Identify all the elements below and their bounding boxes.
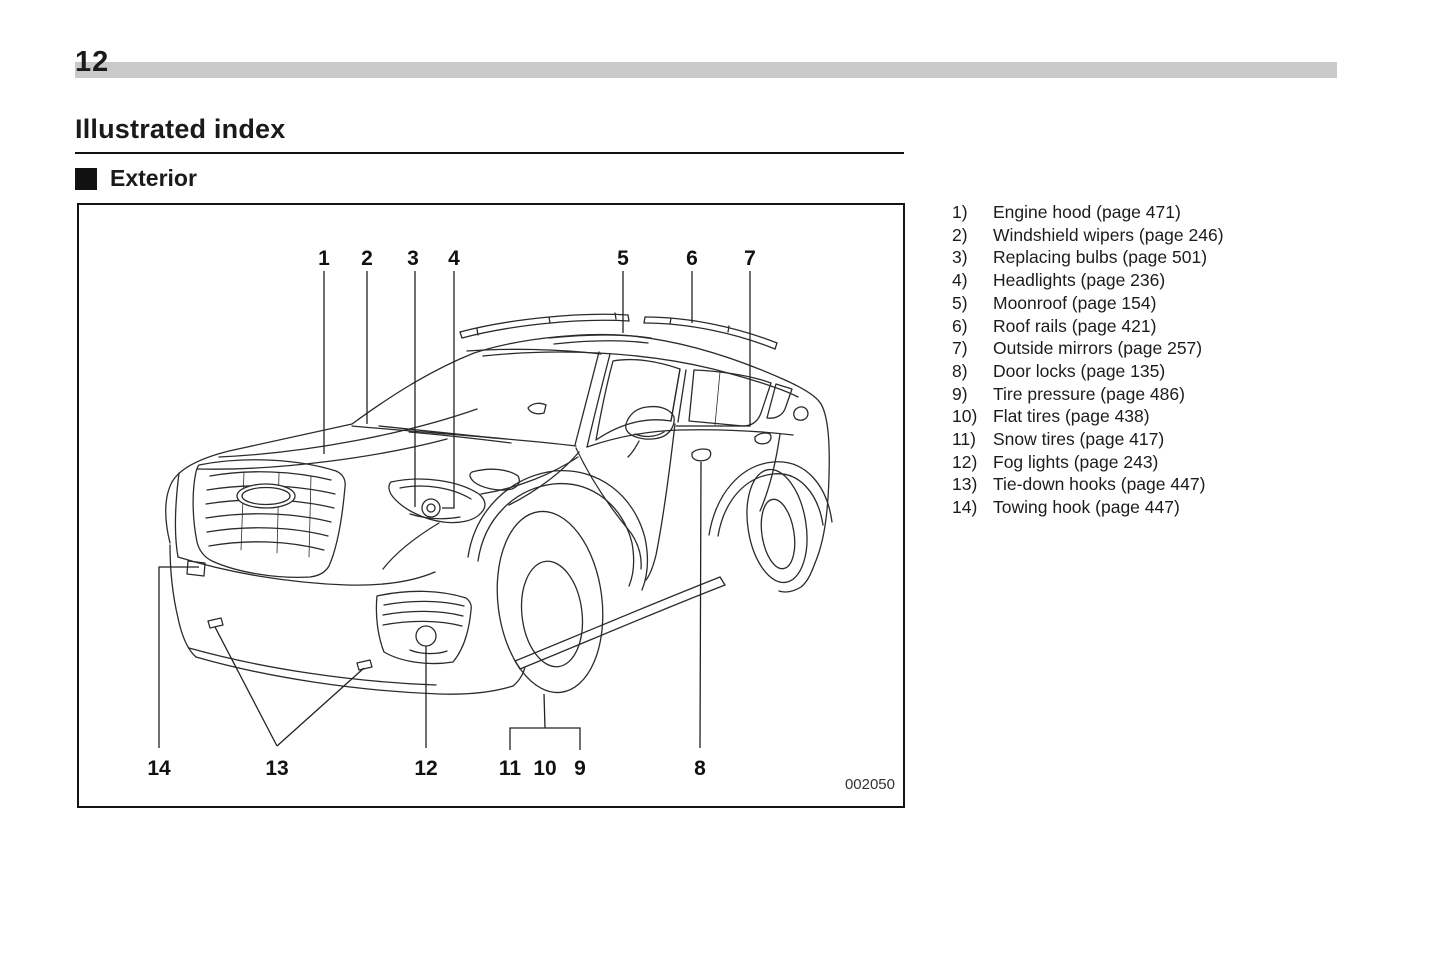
item-label: Moonroof (page 154) (993, 292, 1157, 313)
item-number: 5) (952, 292, 968, 313)
item-label: Flat tires (page 438) (993, 406, 1150, 427)
callout-1: 1 (318, 247, 330, 270)
item-number: 6) (952, 315, 968, 336)
item-label: Door locks (page 135) (993, 360, 1166, 381)
item-label: Tire pressure (page 486) (993, 383, 1185, 404)
item-label: Fog lights (page 243) (993, 451, 1159, 472)
item-label: Headlights (page 236) (993, 270, 1166, 291)
callout-14: 14 (147, 757, 171, 780)
item-label: Windshield wipers (page 246) (993, 224, 1224, 245)
exterior-diagram: 1 2 3 4 5 6 7 14 13 12 11 10 9 8 002050 (77, 203, 905, 808)
callout-12: 12 (414, 757, 437, 780)
callout-4: 4 (448, 247, 460, 270)
callout-5: 5 (617, 247, 629, 270)
callout-7: 7 (744, 247, 756, 270)
figure-code: 002050 (845, 776, 895, 793)
section-title: Exterior (110, 165, 197, 191)
callout-2: 2 (361, 247, 373, 270)
section-header: Exterior (75, 165, 197, 192)
list-item: 11) Snow tires (page 417) (952, 428, 1224, 451)
callout-numbers: 1 2 3 4 5 6 7 14 13 12 11 10 9 8 (147, 247, 756, 780)
list-item: 7) Outside mirrors (page 257) (952, 337, 1224, 360)
list-item: 14) Towing hook (page 447) (952, 496, 1224, 519)
item-number: 12) (952, 451, 978, 472)
callout-8: 8 (694, 757, 706, 780)
item-label: Towing hook (page 447) (993, 497, 1180, 518)
item-number: 11) (952, 429, 976, 450)
item-label: Snow tires (page 417) (993, 429, 1165, 450)
item-label: Replacing bulbs (page 501) (993, 247, 1208, 268)
list-item: 10) Flat tires (page 438) (952, 405, 1224, 428)
header-bar (75, 62, 1337, 78)
callout-10: 10 (533, 757, 556, 780)
item-label: Outside mirrors (page 257) (993, 338, 1203, 359)
list-item: 4) Headlights (page 236) (952, 269, 1224, 292)
item-number: 2) (952, 224, 968, 245)
callout-13: 13 (265, 757, 288, 780)
item-label: Tie-down hooks (page 447) (993, 474, 1206, 495)
item-number: 8) (952, 360, 968, 381)
parts-list: 1) Engine hood (page 471) 2) Windshield wi… (952, 201, 1224, 519)
list-item: 5) Moonroof (page 154) (952, 292, 1224, 315)
item-number: 9) (952, 383, 968, 404)
car-illustration: 1 2 3 4 5 6 7 14 13 12 11 10 9 8 002050 (147, 247, 895, 793)
item-label: Roof rails (page 421) (993, 315, 1157, 336)
page-title: Illustrated index (75, 114, 904, 154)
callout-9: 9 (574, 757, 586, 780)
item-number: 14) (952, 497, 978, 518)
list-item: 2) Windshield wipers (page 246) (952, 224, 1224, 247)
list-item: 13) Tie-down hooks (page 447) (952, 473, 1224, 496)
list-item: 8) Door locks (page 135) (952, 360, 1224, 383)
callout-3: 3 (407, 247, 419, 270)
item-number: 7) (952, 338, 968, 359)
list-item: 12) Fog lights (page 243) (952, 451, 1224, 474)
item-label: Engine hood (page 471) (993, 202, 1181, 222)
list-item: 3) Replacing bulbs (page 501) (952, 246, 1224, 269)
item-number: 10) (952, 406, 978, 427)
item-number: 3) (952, 247, 968, 268)
page-number: 12 (75, 46, 110, 78)
car-body-art (165, 312, 833, 695)
list-item: 9) Tire pressure (page 486) (952, 383, 1224, 406)
item-number: 13) (952, 474, 978, 495)
item-number: 1) (952, 202, 968, 222)
list-item: 6) Roof rails (page 421) (952, 315, 1224, 338)
item-number: 4) (952, 270, 968, 291)
callout-leader-lines (158, 271, 751, 750)
callout-6: 6 (686, 247, 698, 270)
callout-11: 11 (499, 757, 522, 780)
list-item: 1) Engine hood (page 471) (952, 201, 1224, 224)
section-bullet-icon (75, 167, 97, 190)
